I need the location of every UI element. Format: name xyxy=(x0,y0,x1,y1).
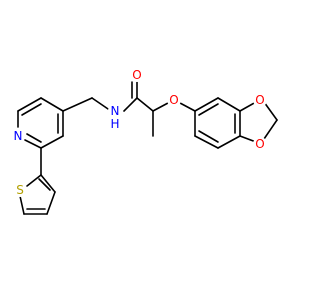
bond xyxy=(217,97,241,112)
bond xyxy=(26,174,42,187)
bond-set xyxy=(17,81,278,215)
bond xyxy=(217,135,241,149)
atom-h-amide: H xyxy=(110,117,119,131)
bond xyxy=(17,97,42,112)
atom-n-amide: N xyxy=(111,104,120,118)
atom-background xyxy=(253,137,267,151)
atom-o-dioxole-bottom: O xyxy=(255,137,264,151)
bond xyxy=(239,135,257,143)
bond xyxy=(198,103,219,116)
bond xyxy=(136,97,154,112)
bond xyxy=(46,191,56,215)
bond xyxy=(152,102,169,112)
bond xyxy=(19,195,25,215)
bond xyxy=(91,97,112,112)
atom-background xyxy=(108,104,122,118)
atom-n-pyridine: N xyxy=(14,129,23,143)
bond xyxy=(40,135,64,149)
atom-o-dioxole-top: O xyxy=(255,93,264,107)
bond xyxy=(24,139,42,149)
atom-s-thiophene: S xyxy=(16,183,24,197)
atom-background xyxy=(167,93,181,107)
bond xyxy=(179,102,196,112)
atom-o-carbonyl: O xyxy=(132,68,141,82)
bond xyxy=(26,133,42,143)
atom-background xyxy=(11,129,25,143)
bond xyxy=(123,97,138,112)
bond xyxy=(194,97,219,112)
bond xyxy=(38,178,51,191)
bond xyxy=(40,174,56,193)
chemical-structure-diagram: N N H O O O O S xyxy=(11,68,278,215)
bond xyxy=(21,103,42,116)
bond xyxy=(194,135,219,149)
bond xyxy=(198,130,219,143)
bond xyxy=(239,101,257,112)
bond xyxy=(263,101,278,121)
bond xyxy=(62,97,93,112)
atom-o-ether: O xyxy=(169,93,178,107)
bond xyxy=(263,119,278,140)
atom-background xyxy=(13,183,27,197)
bond xyxy=(40,97,64,112)
atom-background xyxy=(253,93,267,107)
atom-background xyxy=(130,68,144,82)
atom-label-set: N N H O O O O S xyxy=(11,68,267,197)
